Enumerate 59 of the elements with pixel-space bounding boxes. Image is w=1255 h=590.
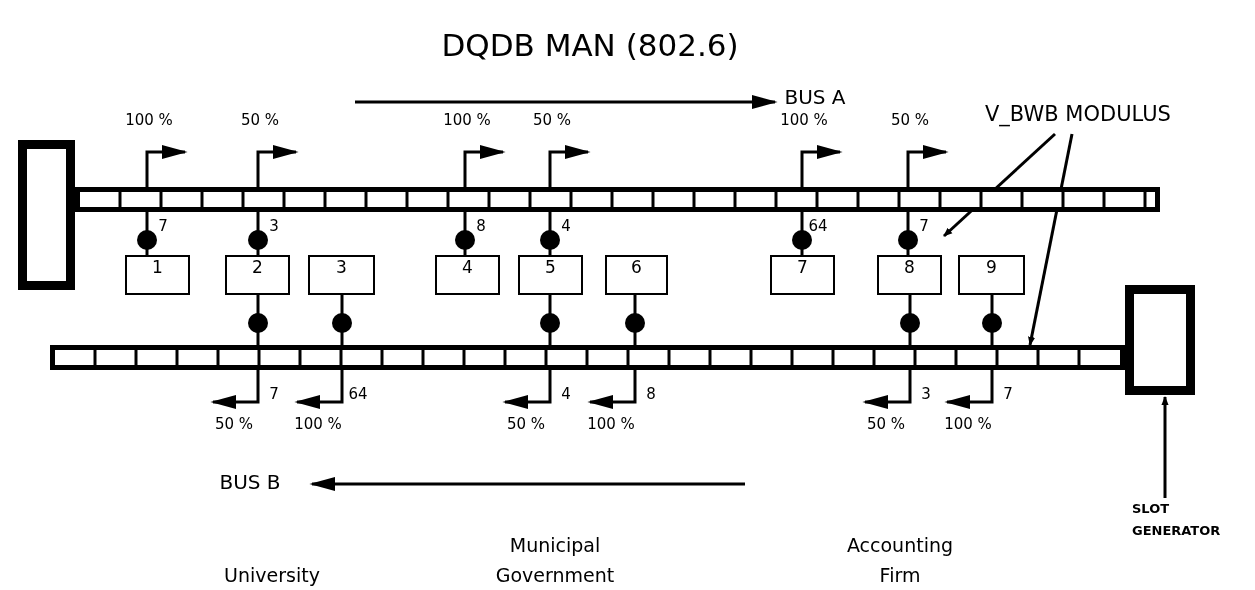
station-box: 2: [225, 255, 290, 295]
tap-number: 7: [269, 385, 279, 403]
station-box: 4: [435, 255, 500, 295]
tap-number: 7: [158, 217, 168, 235]
station-box: 8: [877, 255, 942, 295]
station-box: 3: [308, 255, 375, 295]
station-box: 6: [605, 255, 668, 295]
slotted-bus: [75, 187, 1160, 212]
tap-number: 7: [919, 217, 929, 235]
tap-number: 3: [269, 217, 279, 235]
tap-number: 3: [921, 385, 931, 403]
tap-number: 64: [808, 217, 828, 235]
bus-label: BUS B: [219, 470, 281, 494]
percentage-label: 100 %: [443, 111, 491, 129]
tap-line: [256, 295, 260, 345]
percentage-label: 100 %: [587, 415, 635, 433]
site-label: Accounting Firm: [845, 533, 955, 588]
tap-line: [540, 212, 560, 255]
tap-line: [340, 295, 344, 345]
station-box: 1: [125, 255, 190, 295]
callout-text: V_BWB MODULUS: [985, 98, 1240, 130]
diagram-title: DQDB MAN (802.6): [441, 27, 739, 63]
percentage-label: 50 %: [240, 111, 280, 129]
tap-line: [898, 212, 918, 255]
station-box: 7: [770, 255, 835, 295]
tap-number: 64: [348, 385, 368, 403]
station-box: 5: [518, 255, 583, 295]
percentage-label: 50 %: [890, 111, 930, 129]
slot-generator-box: [1125, 285, 1195, 395]
tap-line: [633, 295, 637, 345]
slotted-bus: [50, 345, 1125, 370]
site-label: University: [223, 563, 321, 588]
tap-line: [990, 295, 994, 345]
leader-line: [1161, 396, 1169, 498]
tap-line: [548, 295, 552, 345]
tap-number: 4: [561, 217, 571, 235]
percentage-label: 50 %: [532, 111, 572, 129]
percentage-label: 50 %: [506, 415, 546, 433]
tap-number: 8: [646, 385, 656, 403]
tap-number: 4: [561, 385, 571, 403]
callout-text: SLOT GENERATOR: [1132, 498, 1252, 550]
tap-line: [455, 212, 475, 255]
bus-label: BUS A: [784, 85, 846, 109]
station-box: 9: [958, 255, 1025, 295]
leader-line: [1028, 133, 1074, 346]
percentage-label: 100 %: [944, 415, 992, 433]
tap-number: 8: [476, 217, 486, 235]
percentage-label: 50 %: [214, 415, 254, 433]
percentage-label: 100 %: [780, 111, 828, 129]
percentage-label: 100 %: [125, 111, 173, 129]
percentage-label: 50 %: [866, 415, 906, 433]
percentage-label: 100 %: [294, 415, 342, 433]
tap-line: [137, 212, 157, 255]
head-end-box: [18, 140, 75, 290]
tap-line: [792, 212, 812, 255]
site-label: Municipal Government: [494, 533, 616, 588]
tap-number: 7: [1003, 385, 1013, 403]
tap-line: [248, 212, 268, 255]
tap-line: [908, 295, 912, 345]
